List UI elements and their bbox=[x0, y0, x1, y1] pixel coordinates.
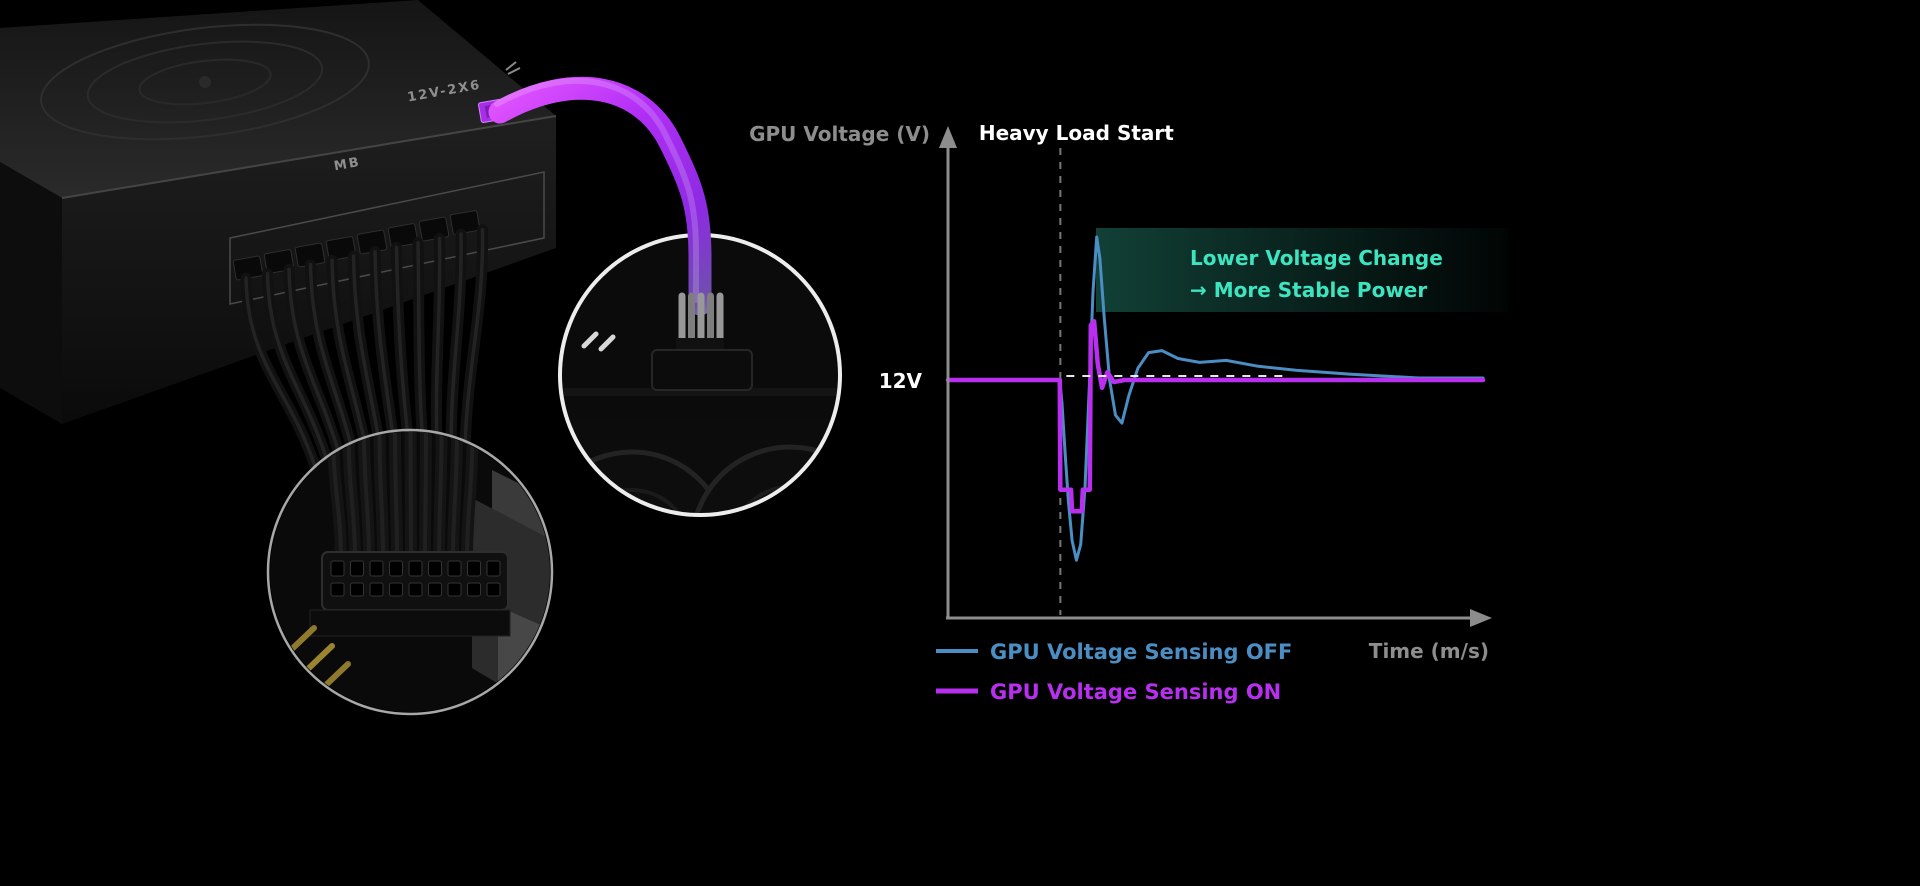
y-axis-label: GPU Voltage (V) bbox=[749, 122, 930, 146]
cable-strand-highlight bbox=[423, 432, 428, 560]
connector-cable-strands bbox=[327, 432, 479, 564]
gpu-fan-inner-ring bbox=[572, 488, 692, 513]
cable-strand-highlight bbox=[465, 432, 475, 560]
psu-port-label-mb: MB bbox=[333, 155, 362, 174]
chart-legend: GPU Voltage Sensing OFF GPU Voltage Sens… bbox=[936, 639, 1489, 704]
connector-base bbox=[309, 609, 511, 637]
voltage-chart: GPU Voltage (V) Heavy Load Start 12V Low… bbox=[749, 121, 1508, 704]
psu-logo-mark bbox=[505, 61, 521, 75]
psu-bracket-shape bbox=[492, 470, 550, 540]
zoom-inset-mb-connector bbox=[266, 428, 554, 716]
connector-pin bbox=[486, 582, 501, 597]
connector-pin bbox=[447, 560, 462, 577]
psu-connector bbox=[387, 223, 419, 248]
legend-label-off: GPU Voltage Sensing OFF bbox=[990, 640, 1292, 664]
connector-pin bbox=[330, 560, 345, 577]
series-line-voltage-sensing-off bbox=[946, 235, 1485, 562]
cable-strand-highlight bbox=[377, 432, 385, 560]
connector-pin bbox=[408, 582, 423, 597]
connector-pin bbox=[467, 560, 481, 577]
cable-strand-highlight bbox=[451, 432, 459, 560]
connector-pin-grid bbox=[330, 560, 501, 597]
x-axis-label: Time (m/s) bbox=[1369, 639, 1489, 663]
connector-pin bbox=[350, 560, 364, 577]
connector-pin bbox=[447, 582, 462, 597]
connector-pin bbox=[369, 560, 384, 577]
connector-pin bbox=[330, 582, 345, 597]
connector-pin bbox=[408, 560, 423, 577]
cable-strand-highlight bbox=[346, 432, 357, 560]
event-label: Heavy Load Start bbox=[979, 121, 1174, 145]
connector-pin bbox=[350, 582, 364, 597]
connector-pin bbox=[389, 582, 403, 597]
x-axis-arrow-icon bbox=[1470, 609, 1492, 627]
annotation-line-2: → More Stable Power bbox=[1190, 278, 1427, 302]
y-axis-arrow-icon bbox=[939, 126, 957, 148]
purple-cable bbox=[488, 76, 712, 316]
connector-pin bbox=[369, 582, 384, 597]
annotation-line-1: Lower Voltage Change bbox=[1190, 246, 1443, 270]
gpu-power-connector-block bbox=[651, 349, 753, 391]
legend-label-on: GPU Voltage Sensing ON bbox=[990, 680, 1281, 704]
cable-strand-highlight bbox=[393, 432, 399, 560]
connector-pin bbox=[428, 560, 442, 577]
mb-connector-row bbox=[232, 210, 481, 281]
psu-top-face bbox=[0, 0, 556, 198]
baseline-label: 12V bbox=[879, 369, 923, 393]
hazard-stripes bbox=[581, 331, 616, 352]
gpu-fan-shape bbox=[689, 444, 838, 513]
psu-fan-rings bbox=[40, 23, 370, 141]
cable-strand-highlight bbox=[437, 432, 444, 560]
connector-pin bbox=[428, 582, 442, 597]
psu-edge-highlight bbox=[61, 115, 557, 199]
cable-strand-highlight bbox=[408, 432, 413, 560]
connector-pin bbox=[486, 560, 501, 577]
psu-connector bbox=[449, 210, 481, 235]
cable-strand-highlight bbox=[362, 432, 371, 560]
psu-panel-outline bbox=[229, 171, 545, 305]
annotation-highlight-box bbox=[1096, 228, 1508, 312]
purple-cable-highlight bbox=[494, 77, 699, 303]
gpu-fan-shape bbox=[562, 449, 731, 513]
connector-pin bbox=[467, 582, 481, 597]
series-line-voltage-sensing-on bbox=[945, 318, 1486, 514]
gpu-top-band bbox=[562, 388, 838, 396]
zoom-circle-ring bbox=[266, 428, 554, 716]
connector-pin bbox=[389, 560, 403, 577]
connector-collar bbox=[676, 338, 724, 352]
psu-side-face bbox=[0, 162, 62, 424]
